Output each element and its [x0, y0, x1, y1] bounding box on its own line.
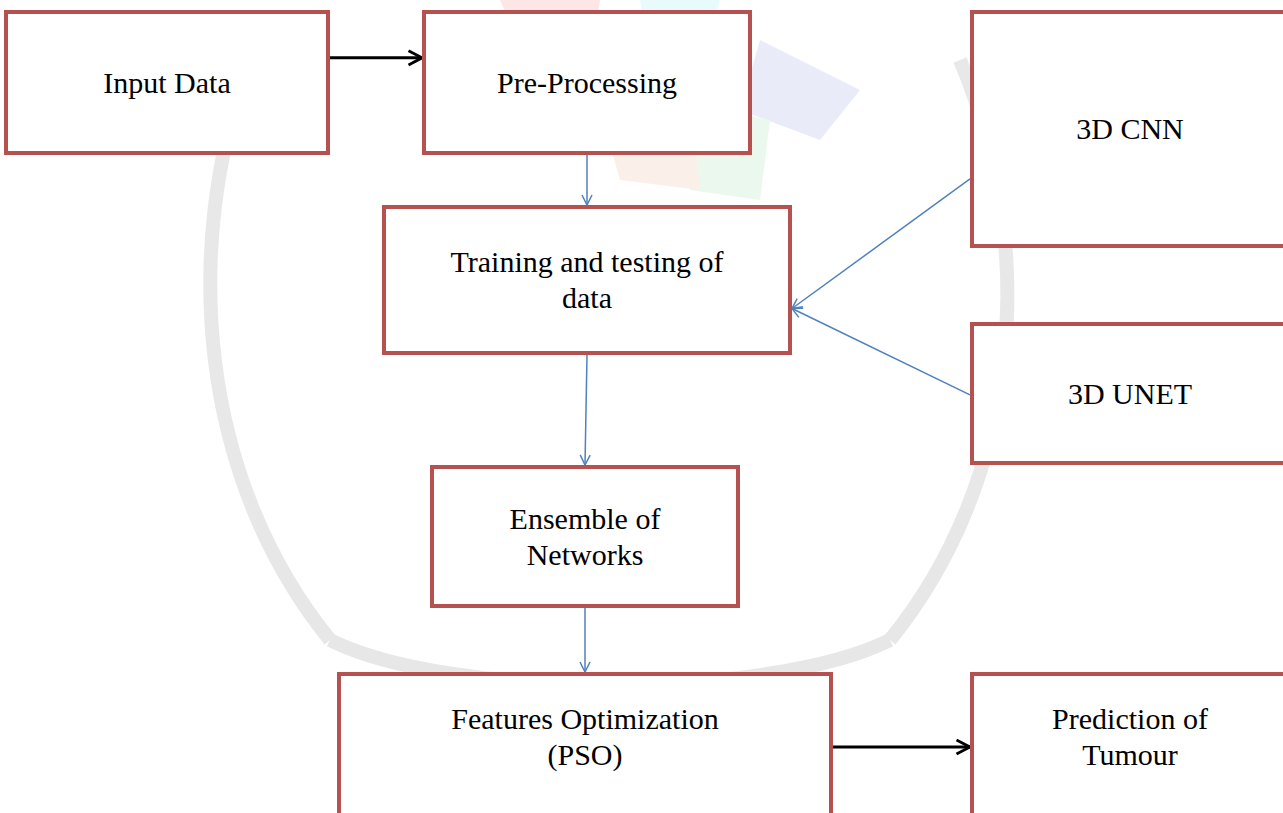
process-box: Pre-Processing [422, 10, 752, 155]
flow-arrow [833, 746, 970, 749]
box-label: Pre-Processing [497, 65, 677, 101]
box-label: 3D UNET [1068, 376, 1192, 412]
flow-arrow [330, 56, 422, 59]
process-box: 3D CNN [970, 10, 1283, 248]
box-label: 3D CNN [1076, 111, 1184, 147]
box-label: Ensemble of Networks [480, 501, 690, 573]
box-label: Features Optimization (PSO) [420, 701, 750, 773]
process-box: Training and testing of data [382, 205, 792, 355]
process-box: Prediction of Tumour [970, 672, 1283, 813]
box-label: Training and testing of data [442, 244, 732, 316]
flow-arrow [586, 155, 588, 205]
flow-arrow [792, 179, 970, 309]
process-box: Ensemble of Networks [430, 465, 740, 608]
flow-arrow [585, 355, 587, 465]
process-box: 3D UNET [970, 322, 1283, 465]
flow-arrow [792, 309, 970, 395]
flow-arrow [584, 608, 586, 672]
process-box: Input Data [4, 10, 330, 155]
box-label: Input Data [103, 65, 230, 101]
box-label: Prediction of Tumour [1015, 701, 1245, 773]
process-box: Features Optimization (PSO) [337, 672, 833, 813]
